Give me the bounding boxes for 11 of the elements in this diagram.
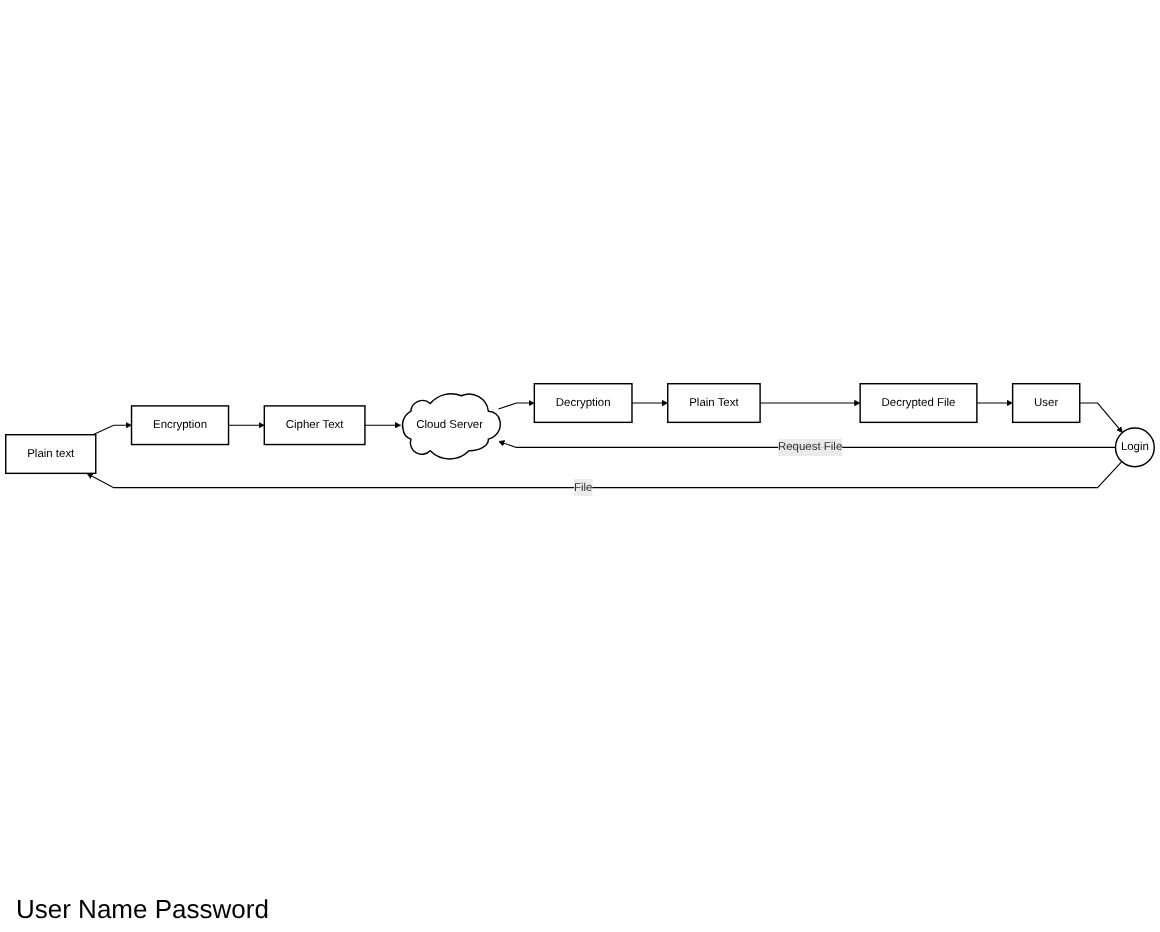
arrow [498,440,1117,448]
arrow [631,399,669,407]
arrow [86,461,1123,489]
note-text: User Name Password [16,894,269,924]
arrow [364,422,401,429]
arrow [92,422,132,436]
arrow [1079,402,1123,433]
arrow [228,422,265,429]
arrow [976,399,1013,407]
arrow [759,399,861,407]
arrow [498,399,535,410]
